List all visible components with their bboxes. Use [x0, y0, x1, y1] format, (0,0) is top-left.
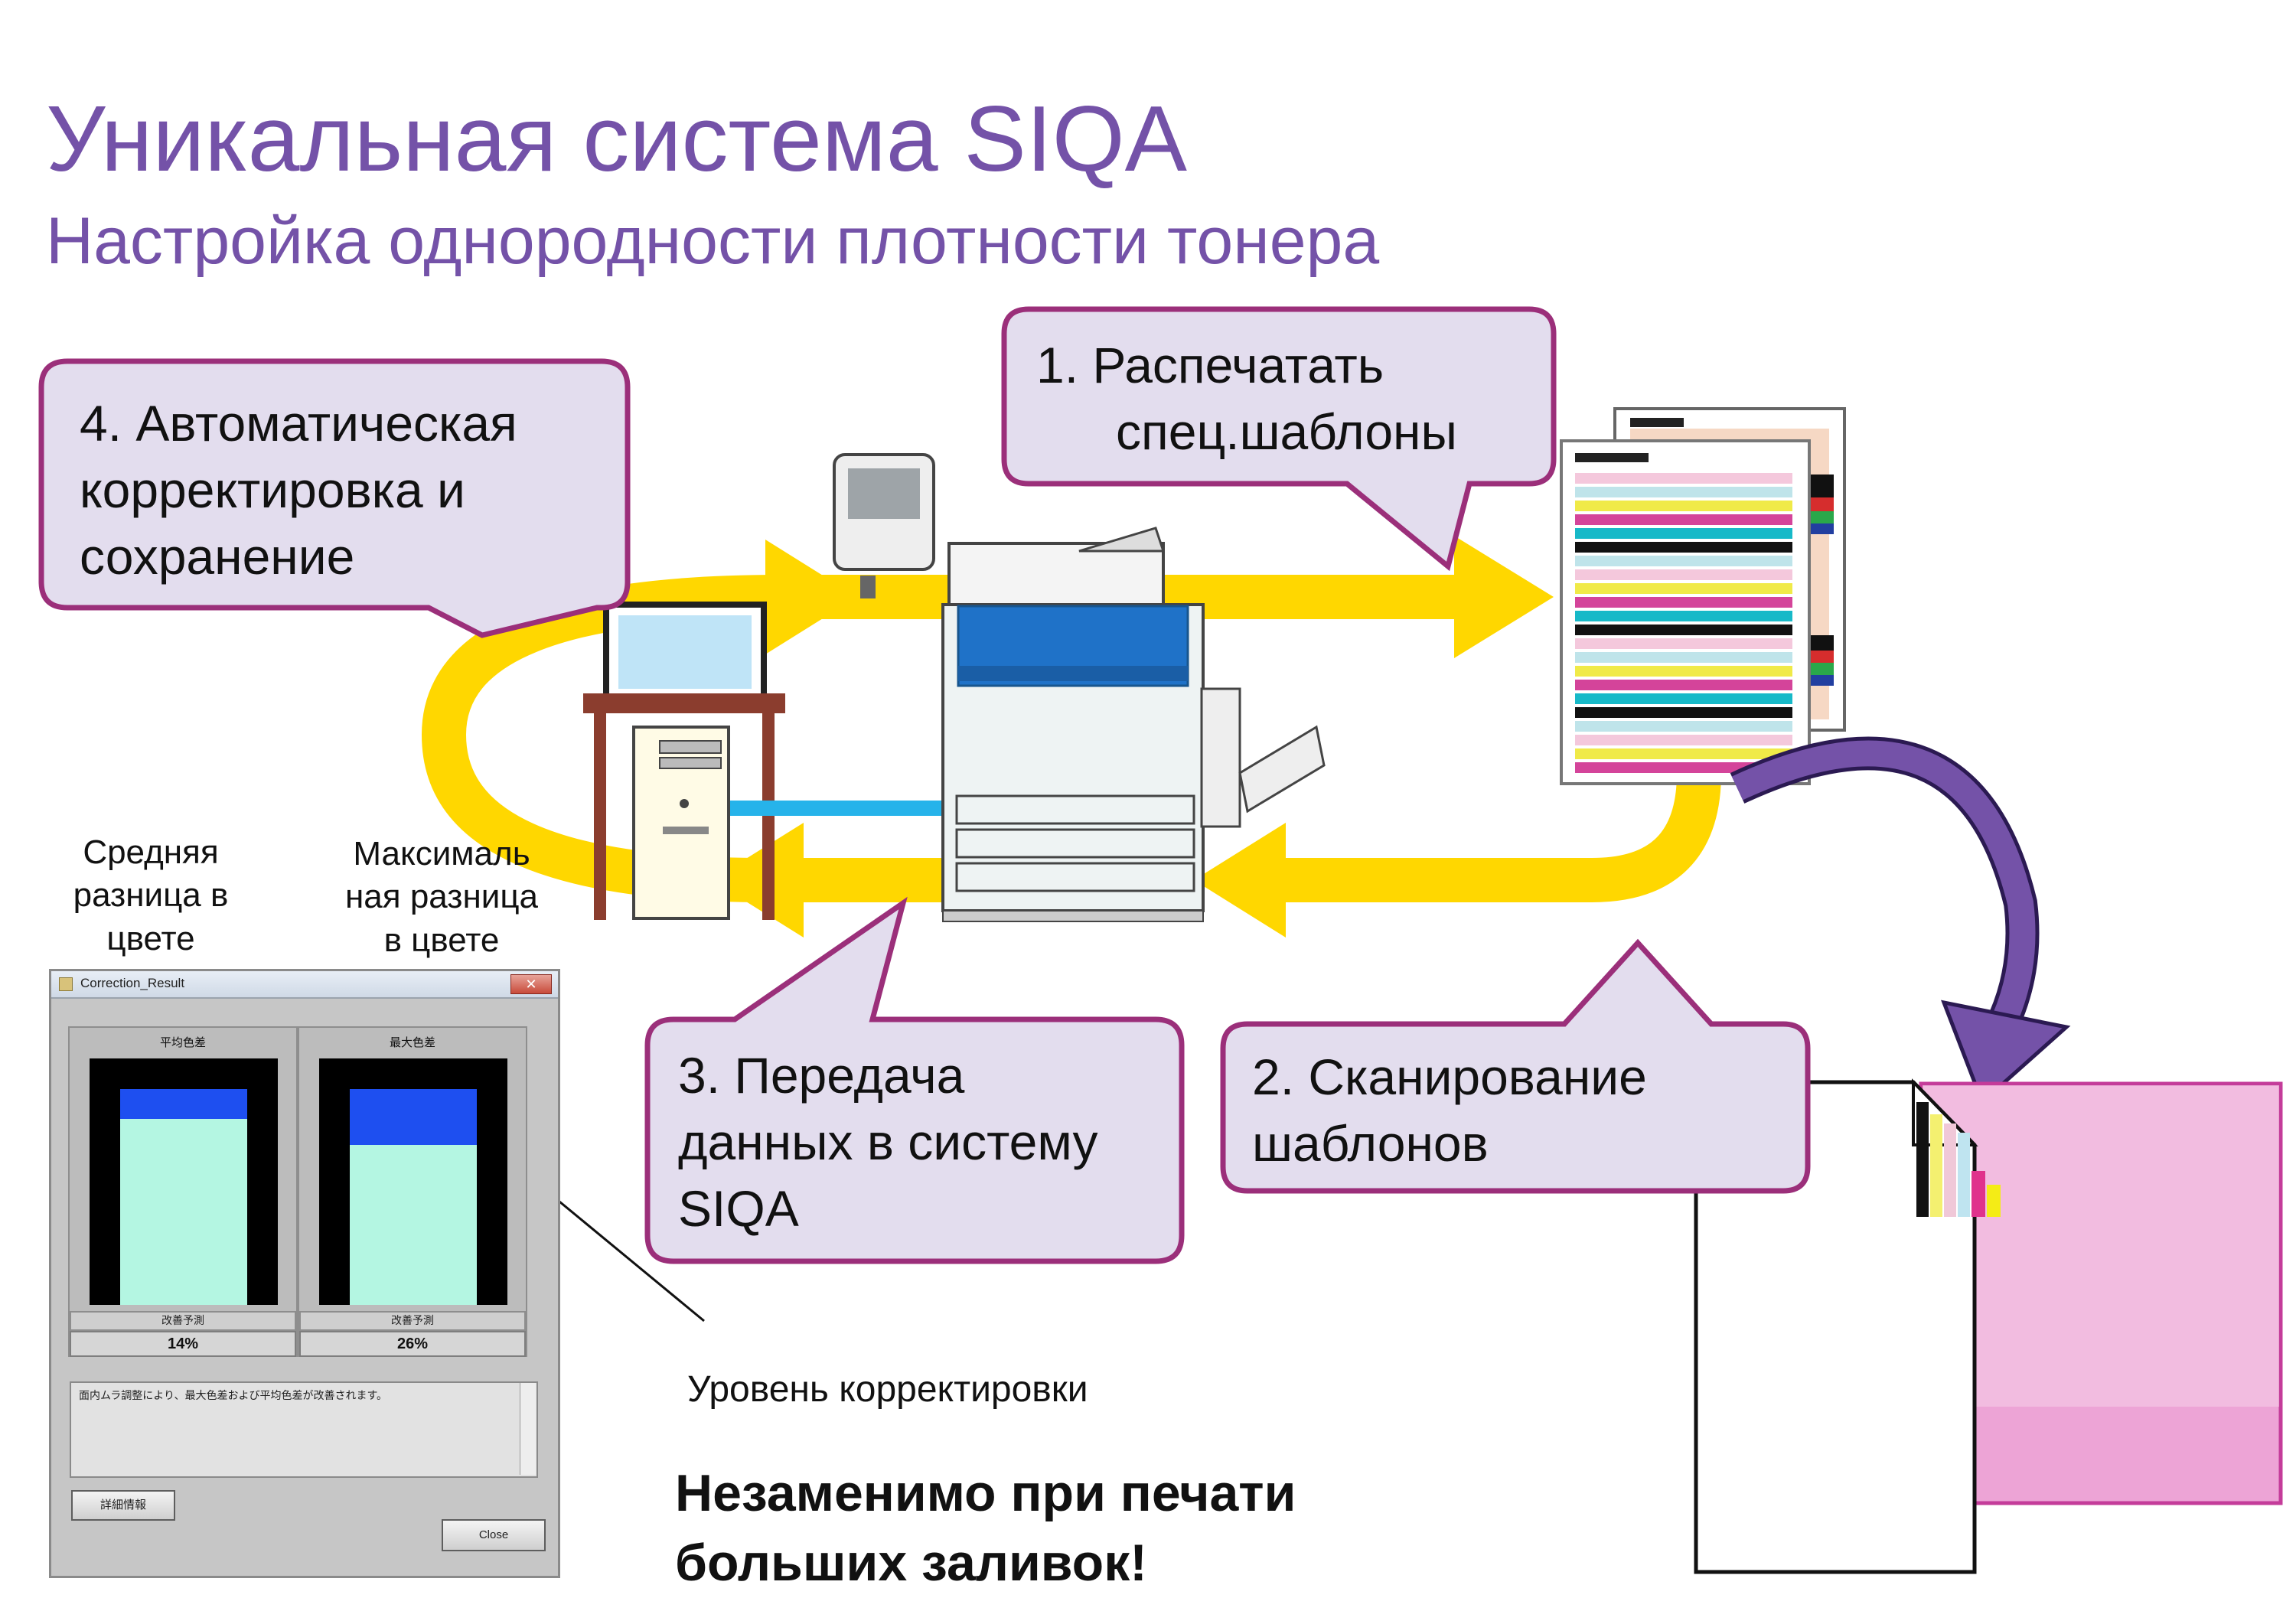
pattern-stripe [1575, 542, 1792, 553]
step3-text: 3. Передача данных в систему SIQA [678, 1042, 1097, 1242]
avg-diff-line3: цвете [106, 919, 195, 957]
window-title: Correction_Result [80, 976, 185, 990]
details-button[interactable]: 詳細情報 [71, 1490, 175, 1521]
step4-text: 4. Автоматическая корректировка и сохран… [80, 390, 517, 590]
avg-diff-correction-bar [120, 1089, 247, 1119]
step2-line2: шаблонов [1252, 1115, 1489, 1172]
footer-line1: Незаменимо при печати [675, 1464, 1296, 1522]
pattern-stripe [1575, 473, 1792, 484]
pattern-stripe [1575, 748, 1792, 759]
avg-diff-line1: Средняя [83, 833, 219, 871]
step3-line1: 3. Передача [678, 1047, 965, 1104]
step4-line2: корректировка и [80, 461, 465, 519]
bubble-step4 [38, 358, 631, 638]
pattern-stripe [1575, 528, 1792, 539]
pattern-stripe [1575, 514, 1792, 525]
pattern-stripe [1575, 501, 1792, 511]
step1-line1: 1. Распечатать [1036, 337, 1384, 393]
message-scrollbar[interactable] [520, 1383, 536, 1475]
pattern-stripe [1575, 721, 1792, 732]
pattern-stripe [1575, 625, 1792, 635]
pattern-stripe [1575, 638, 1792, 649]
step4-line3: сохранение [80, 528, 355, 585]
result-message: 面内ムラ調整により、最大色差および平均色差が改善されます。 [70, 1381, 538, 1478]
avg-diff-chart [90, 1058, 278, 1305]
max-diff-prediction-label: 改善予測 [299, 1311, 526, 1331]
pattern-stripe [1575, 597, 1792, 608]
avg-diff-label: Средняя разница в цвете [51, 831, 251, 960]
production-printer-icon [833, 453, 1326, 922]
max-diff-label: Максималь ная разница в цвете [335, 833, 548, 962]
pattern-stripe [1575, 680, 1792, 690]
pattern-stripe [1575, 487, 1792, 497]
max-diff-chart [319, 1058, 507, 1305]
bubble-step2 [1220, 938, 1811, 1194]
avg-diff-value: 14% [70, 1331, 296, 1357]
step1-line2: спец.шаблоны [1116, 403, 1457, 461]
bubble-step1 [1001, 306, 1557, 572]
footer-line2: больших заливок! [675, 1534, 1147, 1593]
data-cable [730, 801, 987, 816]
window-titlebar: Correction_Result ✕ [51, 971, 558, 999]
close-button[interactable]: Close [442, 1519, 546, 1551]
window-close-icon[interactable]: ✕ [510, 974, 552, 994]
scan-curve-arrow [1730, 736, 2071, 1106]
correction-level-label: Уровень корректировки [687, 1369, 1088, 1410]
avg-diff-panel: 平均色差 改善予測 14% [68, 1026, 298, 1357]
step4-line1: 4. Автоматическая [80, 395, 517, 452]
step3-line2: данных в систему [678, 1114, 1098, 1171]
bubble-step3 [644, 896, 1185, 1264]
step2-text: 2. Сканирование шаблонов [1252, 1044, 1647, 1177]
pattern-stripe [1575, 556, 1792, 566]
pattern-stripe [1575, 707, 1792, 718]
page-title: Уникальная система SIQA [46, 86, 1188, 191]
step3-line3: SIQA [678, 1180, 799, 1238]
step1-text: 1. Распечатать спец.шаблоны [1036, 332, 1457, 465]
step2-line1: 2. Сканирование [1252, 1048, 1647, 1105]
page-subtitle: Настройка однородности плотности тонера [46, 204, 1380, 278]
pattern-stripe [1575, 583, 1792, 594]
avg-diff-line2: разница в [73, 876, 229, 915]
avg-diff-header: 平均色差 [159, 1036, 206, 1049]
pattern-stripe [1575, 652, 1792, 663]
max-diff-value: 26% [299, 1331, 526, 1357]
pattern-stripe [1575, 735, 1792, 745]
app-icon [59, 977, 73, 991]
flow-arrowheads [712, 536, 1554, 938]
pattern-stripe [1575, 611, 1792, 621]
footer-slogan: Незаменимо при печати больших заливок! [675, 1459, 1296, 1598]
max-diff-line3: в цвете [383, 921, 500, 959]
max-diff-header: 最大色差 [389, 1036, 435, 1049]
max-diff-panel: 最大色差 改善予測 26% [298, 1026, 527, 1357]
computer-workstation [583, 602, 785, 920]
scanned-page-icon [1694, 1078, 2283, 1574]
max-diff-correction-bar [350, 1089, 477, 1145]
avg-diff-prediction-label: 改善予測 [70, 1311, 296, 1331]
max-diff-line2: ная разница [345, 878, 538, 916]
avg-diff-base-bar [120, 1089, 247, 1305]
max-diff-line1: Максималь [353, 835, 530, 872]
pattern-stripe [1575, 666, 1792, 677]
pattern-stripe [1575, 693, 1792, 704]
pattern-stripe [1575, 569, 1792, 580]
correction-result-window: Correction_Result ✕ 平均色差 改善予測 14% 最大色差 改… [49, 969, 560, 1578]
